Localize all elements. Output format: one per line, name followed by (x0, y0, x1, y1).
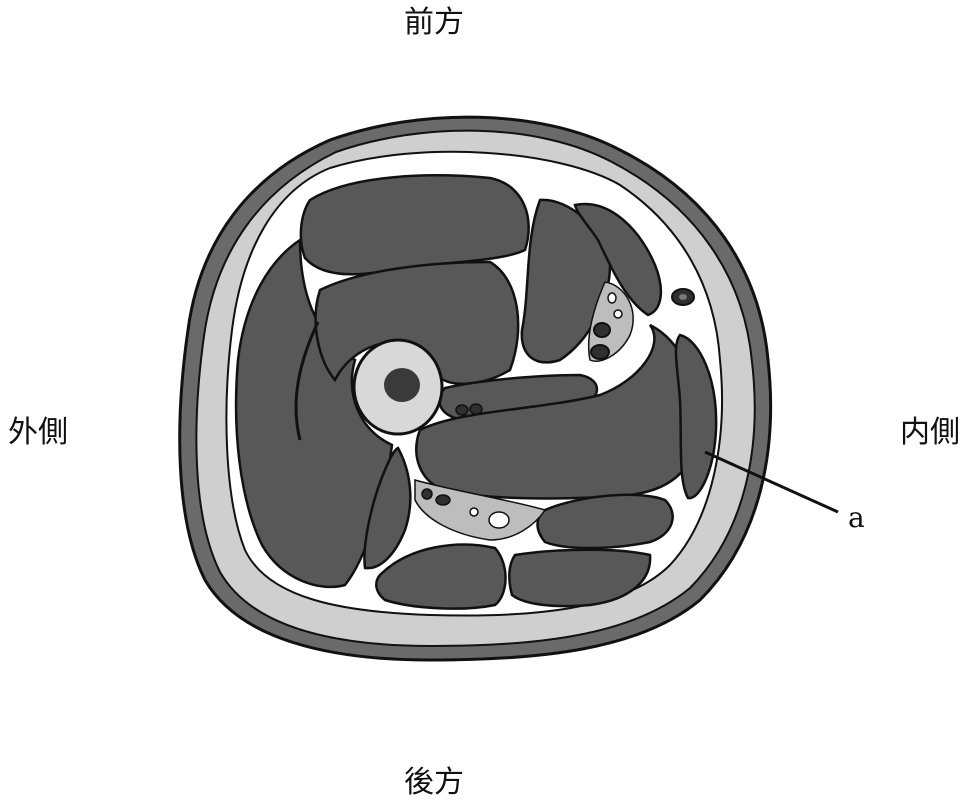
anterior-label: 前方 (404, 5, 464, 40)
muscle-gracilis-a (674, 333, 718, 500)
muscle-semimembranosus (536, 493, 674, 550)
deep-femoral-vessels (455, 403, 483, 416)
sciatic-vessels (421, 488, 510, 529)
femoral-vessels (590, 292, 623, 360)
great-saphenous-vein (671, 288, 695, 306)
pointer-line-a (704, 450, 839, 514)
sciatic-neurovascular-region (414, 479, 547, 541)
muscle-vastus-intermedius (314, 260, 520, 385)
muscle-vastus-lateralis (234, 237, 394, 589)
lateral-intermuscular-septum (294, 321, 320, 441)
femoral-neurovascular-region (587, 281, 634, 362)
medial-label: 内側 (900, 415, 960, 450)
muscle-long-head-biceps (375, 543, 507, 610)
muscle-biceps-femoris (363, 446, 412, 570)
posterior-label: 後方 (404, 765, 464, 800)
pointer-label-a: a (848, 501, 865, 534)
femur-marrow (384, 368, 420, 402)
muscle-rectus-femoris (299, 174, 530, 276)
lateral-label: 外側 (8, 415, 68, 450)
muscle-gracilis-anterior (573, 202, 663, 317)
muscle-semitendinosus (508, 548, 652, 608)
